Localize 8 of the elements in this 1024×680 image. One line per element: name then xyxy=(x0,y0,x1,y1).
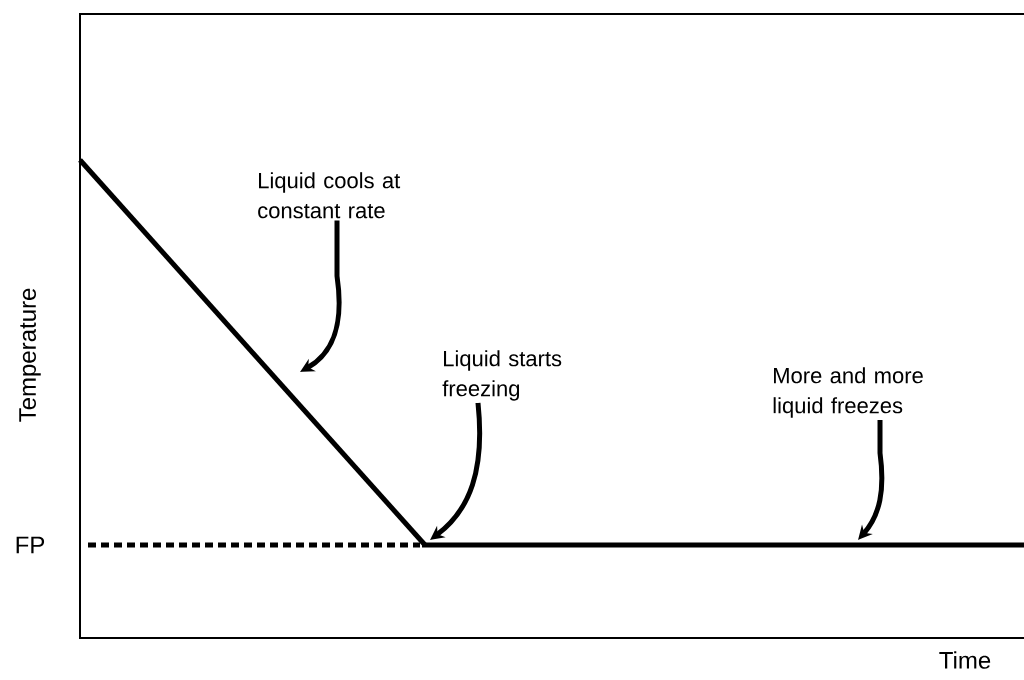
annotation-text: Liquid cools at constant rate xyxy=(258,172,401,219)
axis-label: FP xyxy=(16,536,45,554)
annotation-text: More and more liquid freezes xyxy=(773,367,923,418)
annotation-text: Liquid starts freezing xyxy=(442,350,562,401)
arrow xyxy=(858,419,885,540)
axis-label: Time xyxy=(939,651,991,669)
arrow xyxy=(430,400,483,540)
axis-label: Temperature xyxy=(19,288,41,422)
